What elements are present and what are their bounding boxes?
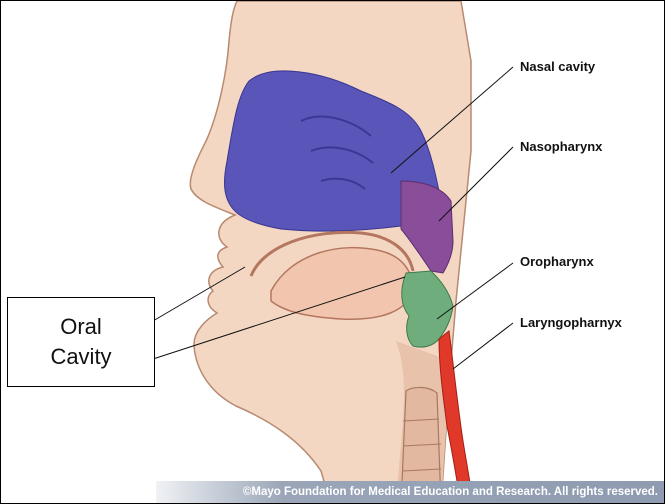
label-nasal-cavity: Nasal cavity: [520, 59, 595, 74]
copyright-banner: ©Mayo Foundation for Medical Education a…: [156, 481, 664, 503]
oral-cavity-line1: Oral: [60, 312, 102, 342]
oral-cavity-line2: Cavity: [50, 342, 111, 372]
label-laryngopharynx: Laryngopharnyx: [520, 315, 622, 330]
label-oropharynx: Oropharynx: [520, 254, 594, 269]
oral-cavity-callout: Oral Cavity: [7, 297, 155, 387]
label-nasopharynx: Nasopharynx: [520, 139, 602, 154]
leader-laryngopharynx: [453, 323, 513, 369]
